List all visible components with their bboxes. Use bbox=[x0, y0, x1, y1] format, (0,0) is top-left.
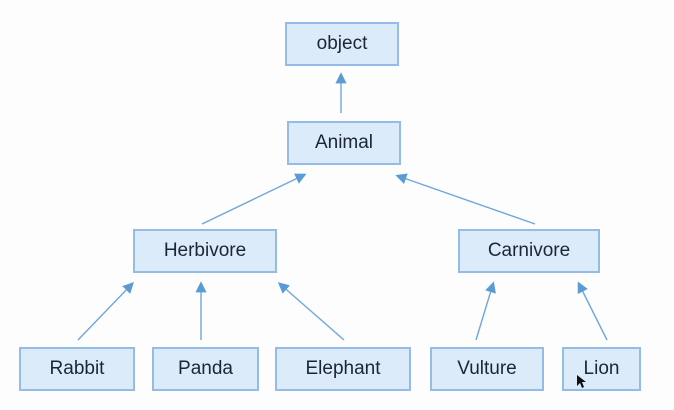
node-herbivore: Herbivore bbox=[133, 229, 277, 273]
node-carnivore: Carnivore bbox=[458, 229, 600, 273]
arrow-lion-carnivore bbox=[577, 281, 608, 341]
node-elephant: Elephant bbox=[275, 347, 411, 391]
arrow-carnivore-animal bbox=[395, 173, 536, 225]
node-object: object bbox=[285, 22, 399, 66]
node-panda: Panda bbox=[152, 347, 259, 391]
node-rabbit: Rabbit bbox=[19, 347, 135, 391]
node-vulture: Vulture bbox=[430, 347, 544, 391]
arrow-vulture-carnivore bbox=[475, 281, 496, 341]
node-lion: Lion bbox=[562, 347, 641, 391]
arrow-rabbit-herbivore bbox=[77, 281, 134, 341]
arrow-elephant-herbivore bbox=[277, 282, 345, 341]
node-animal: Animal bbox=[287, 121, 401, 165]
arrow-herbivore-animal bbox=[201, 173, 307, 225]
